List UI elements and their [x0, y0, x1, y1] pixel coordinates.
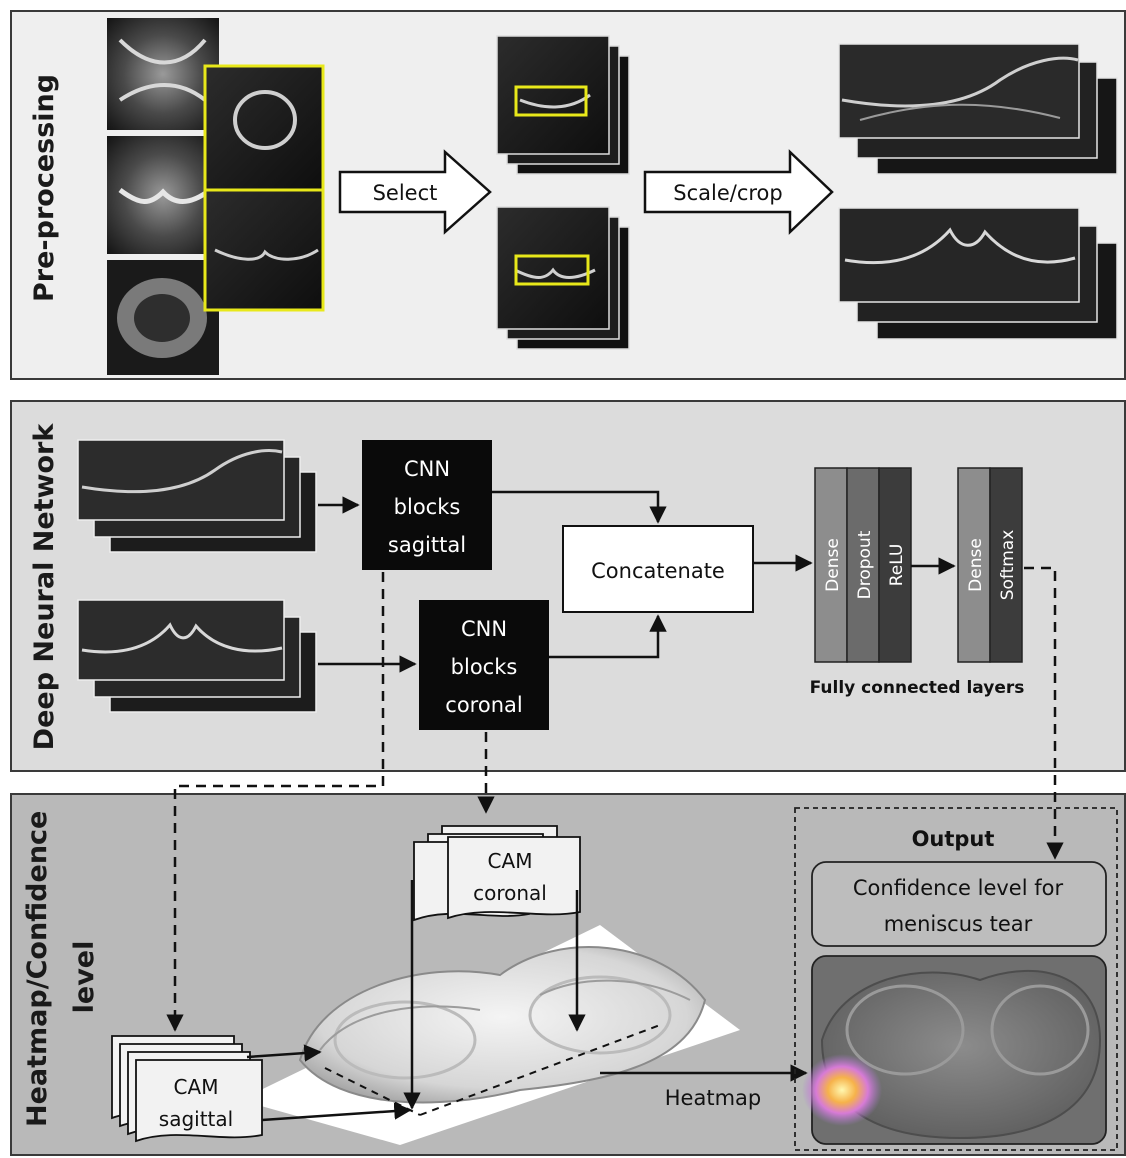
cnn-coronal-line1: CNN [461, 617, 507, 641]
confidence-line1: Confidence level for [853, 876, 1064, 900]
concatenate-label: Concatenate [591, 559, 725, 583]
cam-coronal-line2: coronal [473, 881, 547, 905]
cam-coronal-line1: CAM [488, 849, 533, 873]
cam-sagittal-stack: CAM sagittal [111, 1035, 263, 1143]
cnn-coronal-line3: coronal [445, 693, 522, 717]
fc-group-2: Dense Softmax [957, 467, 1023, 663]
cnn-block-sagittal: CNN blocks sagittal [362, 440, 492, 570]
scale-crop-label: Scale/crop [673, 181, 782, 205]
fc-dropout: Dropout [855, 530, 875, 599]
heatmap-arrows [246, 880, 808, 1122]
concatenate-box: Concatenate [562, 525, 754, 613]
scale-crop-arrow: Scale/crop [643, 149, 834, 235]
cam-coronal-stack: CAM coronal [413, 825, 581, 922]
cropped-stack-coronal [838, 207, 1118, 340]
input-stack-coronal [77, 599, 317, 713]
select-arrow: Select [338, 149, 492, 235]
fc-softmax: Softmax [998, 530, 1018, 601]
selected-stack-sagittal [496, 35, 630, 175]
fc-dense-1: Dense [823, 538, 843, 592]
cam-sagittal-line1: CAM [174, 1075, 219, 1099]
confidence-line2: meniscus tear [884, 912, 1033, 936]
cropped-stack-sagittal [838, 43, 1118, 175]
output-title: Output [912, 827, 995, 851]
heatmap-arrow-label: Heatmap [665, 1086, 761, 1110]
cnn-block-coronal: CNN blocks coronal [419, 600, 549, 730]
cnn-sagittal-line2: blocks [394, 495, 461, 519]
select-label: Select [373, 181, 438, 205]
selected-stack-coronal [496, 206, 630, 350]
raw-mri-slices [107, 18, 325, 375]
dashed-connectors [166, 566, 1064, 1032]
fc-dense-2: Dense [966, 538, 986, 592]
fc-relu: ReLU [887, 544, 907, 587]
fc-group-1: Dense Dropout ReLU [814, 467, 912, 663]
network-arrows [318, 490, 956, 673]
input-stack-sagittal [77, 439, 317, 553]
output-box: Output Confidence level for meniscus tea… [794, 807, 1118, 1151]
cam-sagittal-line2: sagittal [159, 1107, 233, 1131]
cnn-sagittal-line3: sagittal [388, 533, 466, 557]
heatmap-3d-plane [240, 925, 740, 1145]
fc-caption: Fully connected layers [810, 678, 1025, 698]
cnn-sagittal-line1: CNN [404, 457, 450, 481]
cnn-coronal-line2: blocks [451, 655, 518, 679]
